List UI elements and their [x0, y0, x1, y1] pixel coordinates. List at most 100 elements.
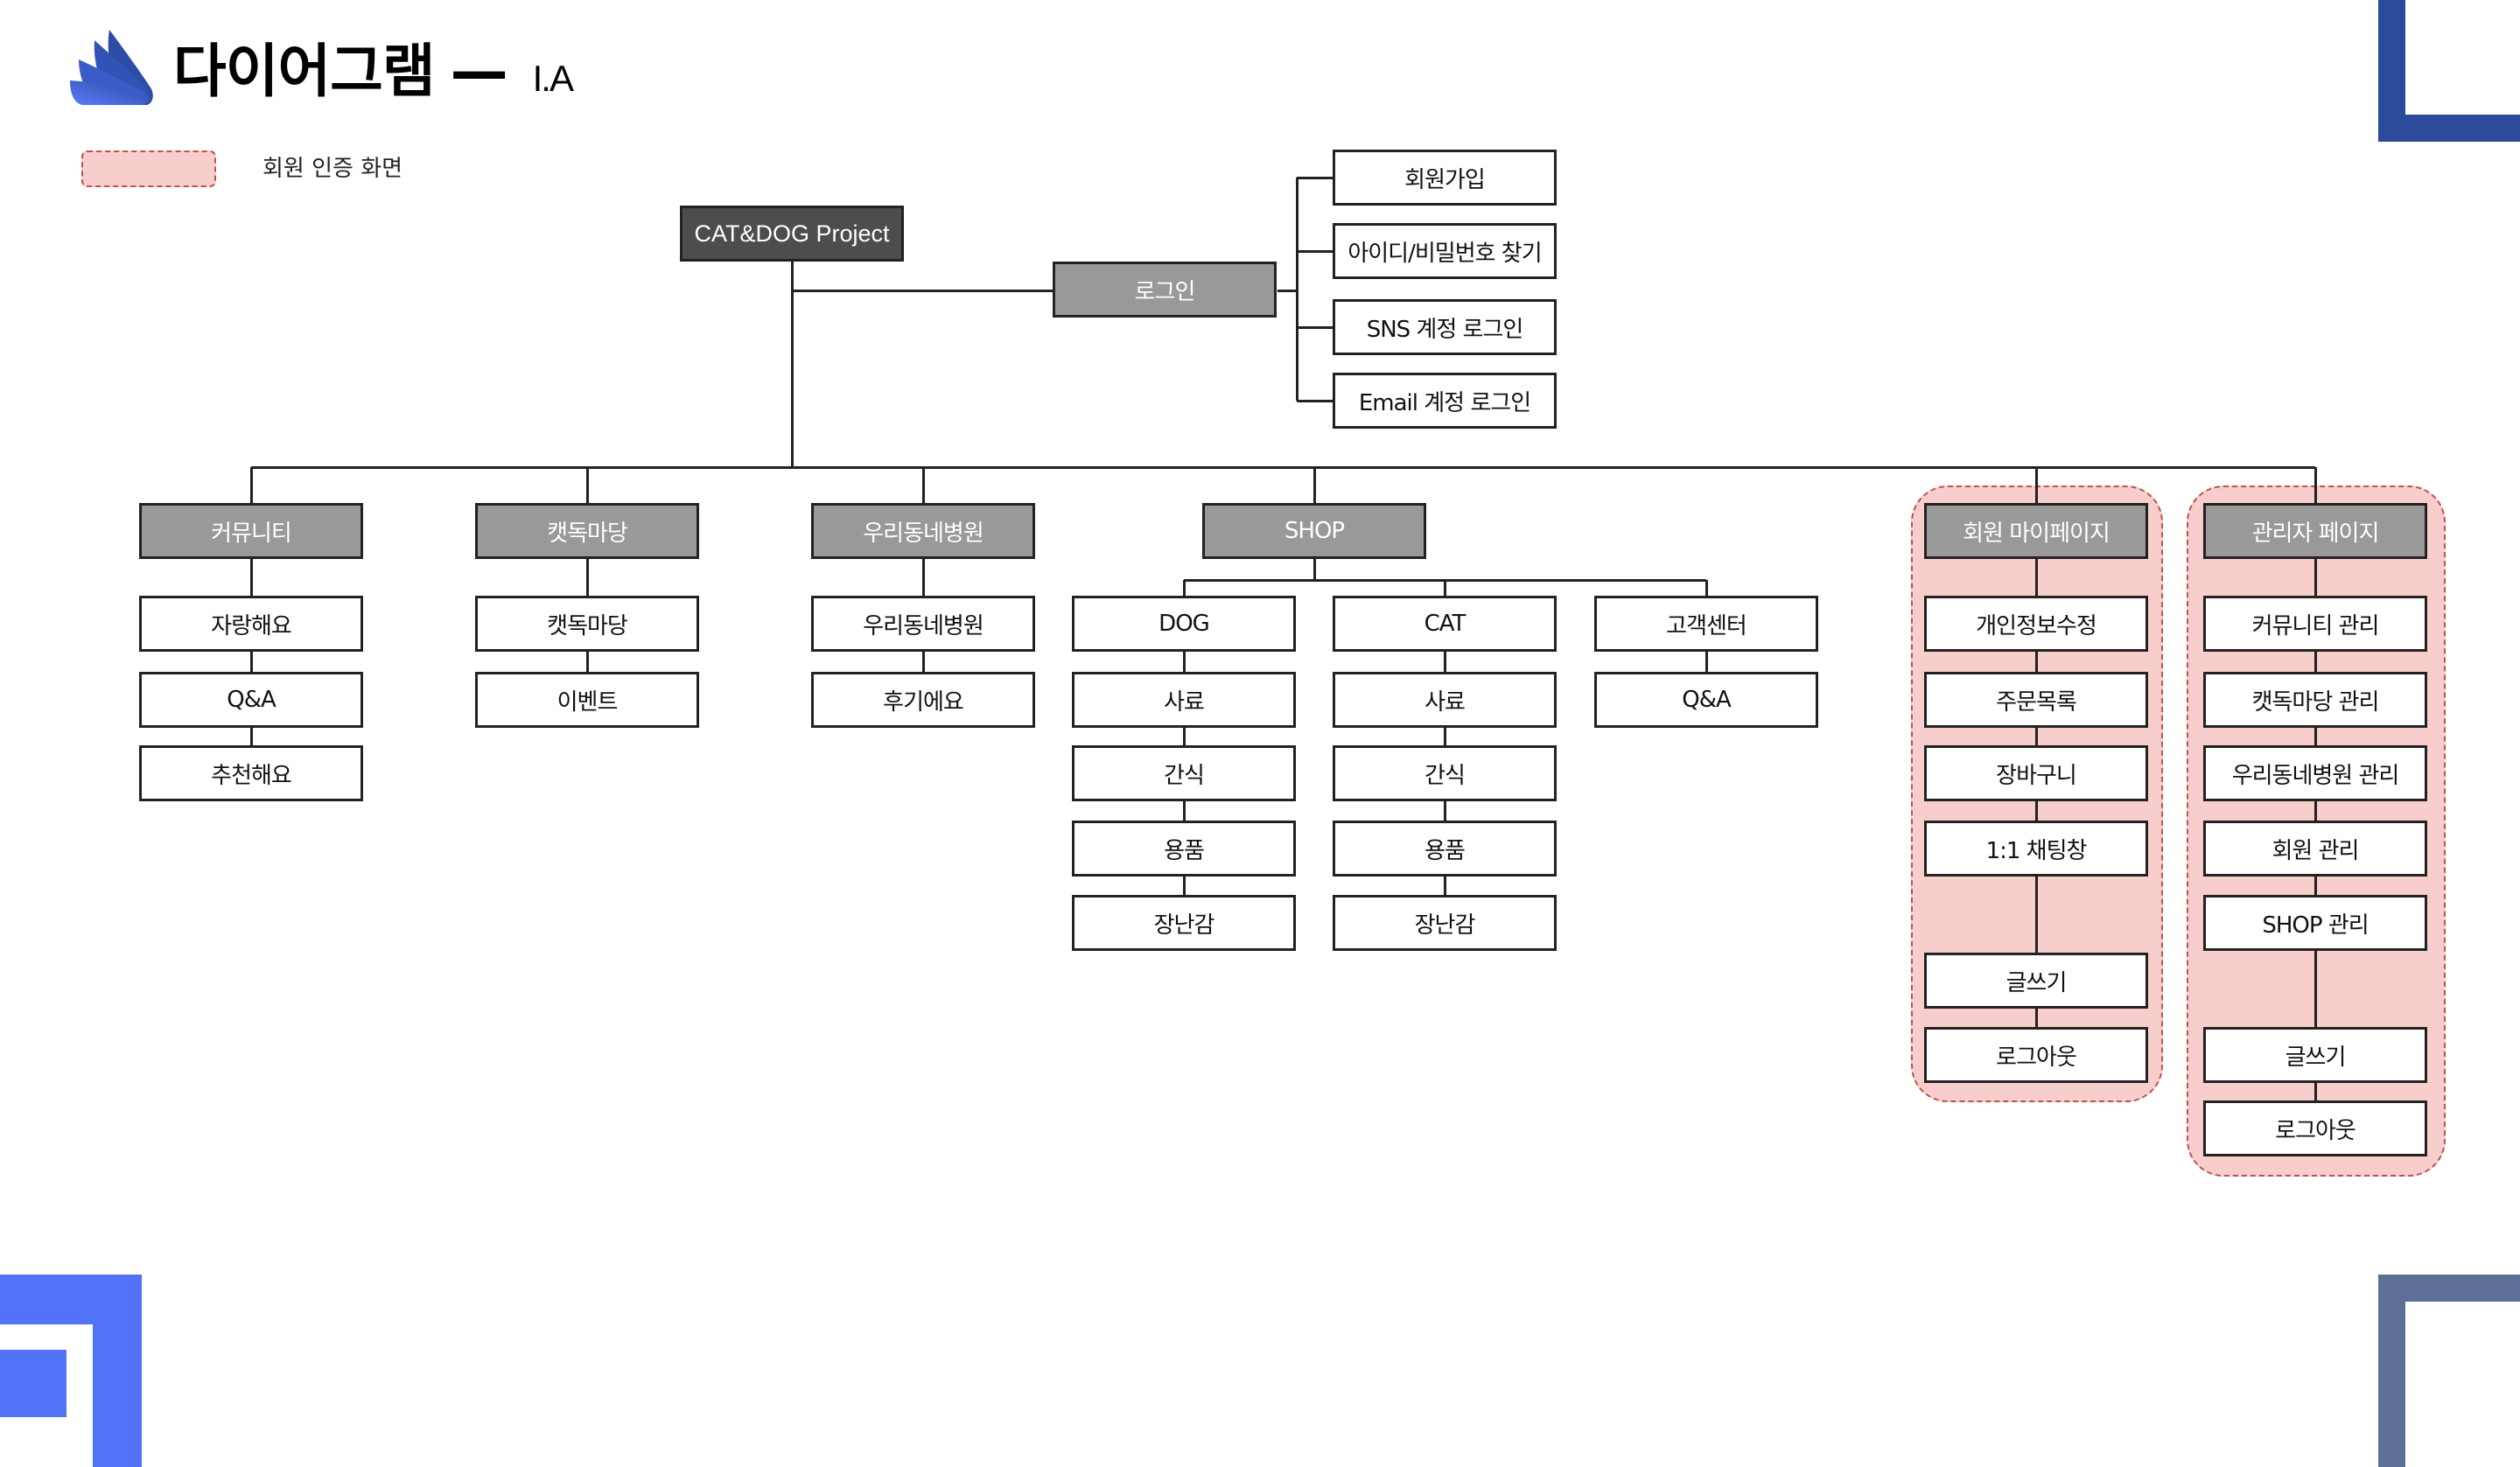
- tree-link-line: [1182, 728, 1186, 745]
- tree-link-line: [2034, 877, 2038, 953]
- node-admin-catdog: 캣독마당 관리: [2203, 672, 2427, 728]
- shop-stem-line: [1312, 559, 1316, 580]
- node-shop-dog: DOG: [1072, 596, 1296, 652]
- node-shop: SHOP: [1202, 503, 1426, 559]
- node-root: CAT&DOG Project: [680, 206, 904, 262]
- node-mypage-logout: 로그아웃: [1924, 1027, 2148, 1083]
- section-stem-line: [921, 467, 925, 503]
- page-subtitle: I.A: [532, 58, 574, 99]
- section-stem-line: [249, 467, 253, 503]
- node-mypage-write: 글쓰기: [1924, 953, 2148, 1009]
- node-mypage-chat: 1:1 채팅창: [1924, 821, 2148, 877]
- tree-link-line: [585, 559, 589, 596]
- node-cat-food: 사료: [1333, 672, 1557, 728]
- tree-link-line: [2034, 801, 2038, 821]
- wing-logo-icon: [70, 30, 153, 105]
- node-cat-snack: 간식: [1333, 745, 1557, 801]
- node-local-hospital-review: 후기에요: [811, 672, 1035, 728]
- node-admin-logout: 로그아웃: [2203, 1100, 2427, 1156]
- page-title-text: 다이어그램: [173, 38, 436, 105]
- node-local-hospital: 우리동네병원: [811, 503, 1035, 559]
- section-stem-line: [2034, 467, 2038, 503]
- tree-link-line: [2034, 1009, 2038, 1027]
- page-title: 다이어그램 — I.A: [173, 24, 574, 112]
- shop-group-stem-line: [1704, 580, 1708, 596]
- node-dog-toys: 장난감: [1072, 895, 1296, 951]
- tree-link-line: [1443, 652, 1446, 672]
- node-email-login: Email 계정 로그인: [1333, 373, 1557, 429]
- tree-link-line: [2314, 801, 2317, 821]
- node-admin-community: 커뮤니티 관리: [2203, 596, 2427, 652]
- tree-link-line: [2034, 652, 2038, 672]
- tree-link-line: [921, 559, 925, 596]
- node-cs-qa: Q&A: [1594, 672, 1818, 728]
- main-bus-line: [251, 465, 2315, 469]
- tree-link-line: [1182, 801, 1186, 821]
- page-title-dash: —: [450, 38, 508, 105]
- tree-link-line: [2314, 1083, 2317, 1100]
- shop-group-stem-line: [1182, 580, 1186, 596]
- node-dog-food: 사료: [1072, 672, 1296, 728]
- node-cat-toys: 장난감: [1333, 895, 1557, 951]
- node-shop-cat: CAT: [1333, 596, 1557, 652]
- tree-link-line: [585, 652, 589, 672]
- tree-link-line: [249, 652, 253, 672]
- corner-square-bottom-left: [0, 1350, 66, 1417]
- node-sns-login: SNS 계정 로그인: [1333, 299, 1557, 355]
- tree-link-line: [921, 652, 925, 672]
- tree-link-line: [1443, 801, 1446, 821]
- node-mypage: 회원 마이페이지: [1924, 503, 2148, 559]
- node-dog-supplies: 용품: [1072, 821, 1296, 877]
- tree-link-line: [2314, 559, 2317, 596]
- node-catdog-yard: 캣독마당: [475, 503, 699, 559]
- node-dog-snack: 간식: [1072, 745, 1296, 801]
- login-stub-line: [1278, 289, 1297, 292]
- node-admin-write: 글쓰기: [2203, 1027, 2427, 1083]
- tree-link-line: [1182, 877, 1186, 895]
- node-local-hospital-main: 우리동네병원: [811, 596, 1035, 652]
- node-community-brag: 자랑해요: [139, 596, 363, 652]
- tree-link-line: [2314, 951, 2317, 1027]
- node-admin-members: 회원 관리: [2203, 821, 2427, 877]
- login-child-line: [1297, 249, 1333, 253]
- tree-link-line: [1443, 877, 1446, 895]
- node-shop-cs: 고객센터: [1594, 596, 1818, 652]
- tree-link-line: [1443, 728, 1446, 745]
- login-bus-line: [1295, 178, 1298, 401]
- section-stem-line: [2314, 467, 2317, 503]
- node-login: 로그인: [1053, 262, 1277, 318]
- node-find-id-pw: 아이디/비밀번호 찾기: [1333, 223, 1557, 279]
- tree-link-line: [1704, 652, 1708, 672]
- node-admin-hospital: 우리동네병원 관리: [2203, 745, 2427, 801]
- corner-bracket-top-right: [2378, 0, 2520, 142]
- node-signup: 회원가입: [1333, 150, 1557, 206]
- node-community-qa: Q&A: [139, 672, 363, 728]
- login-child-line: [1297, 399, 1333, 402]
- tree-link-line: [2314, 652, 2317, 672]
- legend-auth-label: 회원 인증 화면: [262, 156, 403, 182]
- tree-link-line: [1182, 652, 1186, 672]
- tree-link-line: [2034, 728, 2038, 745]
- node-community: 커뮤니티: [139, 503, 363, 559]
- node-cat-supplies: 용품: [1333, 821, 1557, 877]
- node-mypage-edit: 개인정보수정: [1924, 596, 2148, 652]
- shop-group-stem-line: [1443, 580, 1446, 596]
- node-admin: 관리자 페이지: [2203, 503, 2427, 559]
- tree-link-line: [249, 559, 253, 596]
- root-stem-line: [790, 262, 794, 467]
- login-child-line: [1297, 325, 1333, 329]
- tree-link-line: [2314, 728, 2317, 745]
- node-catdog-yard-main: 캣독마당: [475, 596, 699, 652]
- node-admin-shop: SHOP 관리: [2203, 895, 2427, 951]
- section-stem-line: [1312, 467, 1316, 503]
- tree-link-line: [2034, 559, 2038, 596]
- root-login-line: [792, 289, 1053, 292]
- legend-auth-swatch: [81, 150, 216, 187]
- corner-bracket-bottom-right: [2378, 1275, 2520, 1467]
- node-mypage-orders: 주문목록: [1924, 672, 2148, 728]
- tree-link-line: [2314, 877, 2317, 895]
- node-mypage-cart: 장바구니: [1924, 745, 2148, 801]
- login-child-line: [1297, 176, 1333, 179]
- section-stem-line: [585, 467, 589, 503]
- node-catdog-event: 이벤트: [475, 672, 699, 728]
